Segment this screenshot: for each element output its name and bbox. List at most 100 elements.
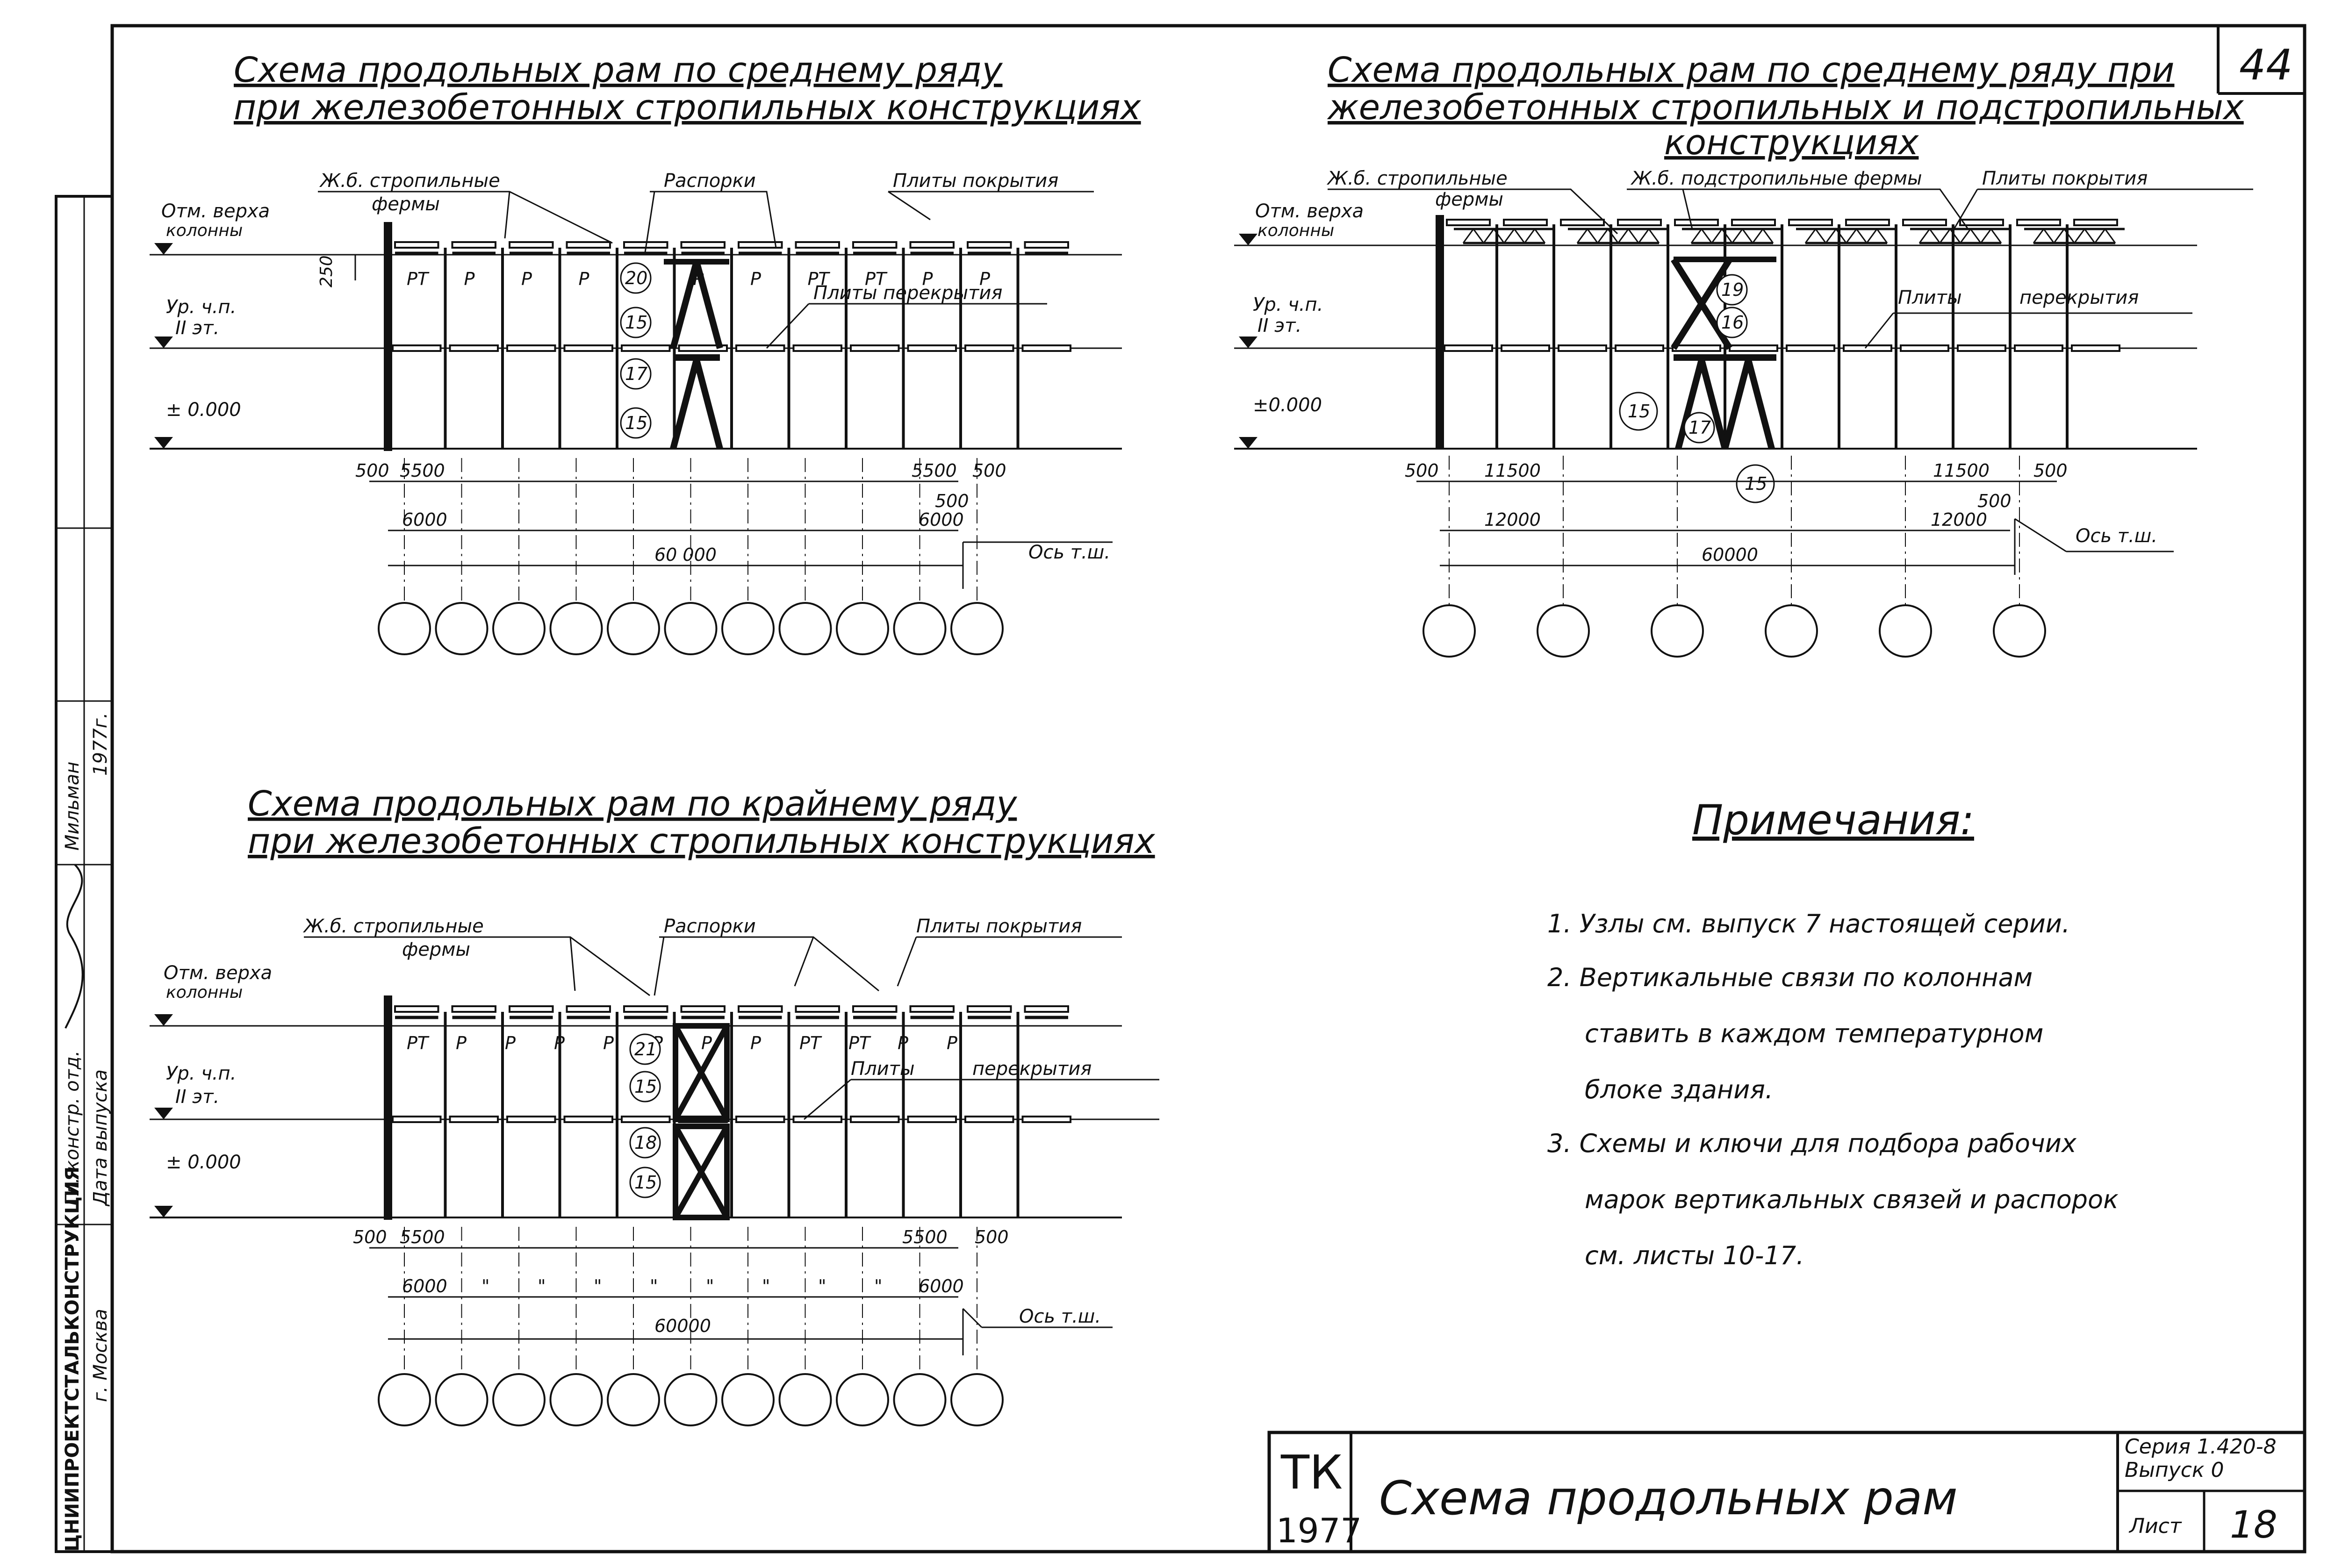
scheme-a-markers: 20 15 17 15 xyxy=(620,262,652,439)
b-floor-slab xyxy=(1615,344,1664,352)
b-subtruss xyxy=(1682,228,1782,244)
series-label: Серия 1.420-8 xyxy=(2125,1435,2277,1459)
stamp-year: 1977 xyxy=(1276,1511,1362,1550)
scheme-a-roof-slabs xyxy=(394,241,1069,255)
a-d500-right-2: 500 xyxy=(935,491,969,511)
a-axis-circle xyxy=(893,602,947,655)
b-subtruss-diag xyxy=(1462,229,1474,243)
a-roof-slab xyxy=(852,241,898,249)
scheme-c-markers: 21 15 18 15 xyxy=(629,1033,661,1198)
c-beam-tag: Р xyxy=(505,1033,516,1053)
c-floor-slab xyxy=(907,1116,957,1123)
b-roof-slab xyxy=(1617,219,1662,226)
c-floor-slab xyxy=(621,1116,671,1123)
b-subtruss-diag xyxy=(1514,229,1525,243)
b-floor-slab xyxy=(1957,344,2006,352)
b-subtruss-diag xyxy=(1835,229,1847,243)
a-roof-slab xyxy=(795,241,840,249)
c-roof-slab xyxy=(1024,1005,1069,1013)
b-top-col-2: колонны xyxy=(1257,221,1334,240)
b-d500-left: 500 xyxy=(1405,460,1439,481)
scheme-b-roof-slabs xyxy=(1446,219,2118,226)
scheme-c-dims xyxy=(369,1247,1113,1355)
b-subtruss-diag xyxy=(1711,229,1723,243)
b-subtruss xyxy=(1910,228,2011,244)
b-floor-slab xyxy=(1786,344,1835,352)
c-total: 60000 xyxy=(654,1316,711,1336)
scheme-a-leaders xyxy=(318,191,1094,349)
a-floor-slab xyxy=(449,344,499,352)
c-beam-tag: Р xyxy=(554,1033,565,1053)
b-subtruss-diag xyxy=(1804,229,1817,243)
c-floor-slab xyxy=(449,1116,499,1123)
c-ditto-4: " xyxy=(650,1276,658,1296)
b-roof-slab xyxy=(1902,219,1947,226)
b-roof-slab xyxy=(1845,219,1890,226)
list-label: Лист xyxy=(2128,1514,2182,1538)
scheme-c: Схема продольных рам по крайнему ряду пр… xyxy=(150,784,1159,1426)
c-roof-slab xyxy=(909,1005,955,1013)
scheme-b-level-marks xyxy=(1239,234,1257,449)
list-number: 18 xyxy=(2230,1503,2278,1547)
scheme-c-columns xyxy=(444,1012,1020,1217)
a-floor-slab xyxy=(563,344,613,352)
c-axis: Ось т.ш. xyxy=(1019,1306,1101,1327)
note-3c: см. листы 10-17. xyxy=(1585,1241,1804,1270)
a-struts-label: Распорки xyxy=(664,170,756,192)
scheme-b-leaders xyxy=(1328,188,2253,349)
side-release: Дата выпуска xyxy=(90,1069,111,1207)
notes: Примечания: 1. Узлы см. выпуск 7 настоящ… xyxy=(1547,796,2119,1270)
c-roof-slab xyxy=(394,1005,439,1013)
c-roof-label: Плиты покрытия xyxy=(916,916,1082,937)
b-subtruss-diag xyxy=(1721,229,1733,243)
side-signature xyxy=(65,864,84,1029)
a-floor-slab xyxy=(792,344,842,352)
scheme-a-title-2: при железобетонных стропильных конструкц… xyxy=(234,87,1142,128)
b-d500-right: 500 xyxy=(2033,460,2068,481)
c-axis-circle xyxy=(950,1373,1004,1426)
c-axis-circle xyxy=(435,1373,489,1426)
b-axis-circle xyxy=(1765,604,1818,658)
a-roof-slab xyxy=(680,241,726,249)
scheme-b-title-1: Схема продольных рам по среднему ряду пр… xyxy=(1328,50,2174,90)
b-subtrusses-label: Ж.б. подстропильные фермы xyxy=(1630,168,1922,189)
side-city: г. Москва xyxy=(90,1309,111,1402)
b-floor-slab xyxy=(1558,344,1607,352)
c-floor-slab xyxy=(964,1116,1014,1123)
b-subtruss-diag xyxy=(1701,229,1712,243)
b-subtruss-diag xyxy=(1493,229,1505,243)
c-floor-lvl-2: II эт. xyxy=(175,1086,219,1108)
c-d500-left: 500 xyxy=(353,1227,387,1247)
a-beam-tag: РТ xyxy=(865,269,888,289)
b-subtruss-diag xyxy=(1473,229,1484,243)
a-floor-slab xyxy=(850,344,900,352)
b-subtruss-diag xyxy=(1483,229,1494,243)
a-beam-tag: Р xyxy=(750,269,761,289)
a-floor-slab xyxy=(735,344,785,352)
c-d500-right: 500 xyxy=(975,1227,1009,1247)
c-roof-slab xyxy=(738,1005,783,1013)
b-axis-circle xyxy=(1651,604,1704,658)
scheme-a-title-1: Схема продольных рам по среднему ряду xyxy=(234,50,1003,90)
scheme-a-dims xyxy=(369,480,1113,589)
c-beam-tag: РТ xyxy=(848,1033,871,1053)
scheme-c-title-1: Схема продольных рам по крайнему ряду xyxy=(248,784,1017,824)
a-axis-circle xyxy=(664,602,718,655)
b-floor-label: Плиты xyxy=(1898,287,1962,308)
b-subtruss-diag xyxy=(2043,229,2055,243)
b-roof-slab xyxy=(1959,219,2004,226)
scheme-a-level-marks xyxy=(154,243,173,449)
scheme-b: Схема продольных рам по среднему ряду пр… xyxy=(1234,50,2253,658)
a-beam-tag: Р xyxy=(579,269,589,289)
a-top-col-2: колонны xyxy=(166,221,243,240)
marker-a-2: 15 xyxy=(625,312,647,333)
b-axis-circle xyxy=(1879,604,1932,658)
c-d5500-right: 5500 xyxy=(902,1227,948,1247)
a-d500-right: 500 xyxy=(972,460,1006,481)
scheme-b-floor-slabs xyxy=(1444,344,2120,352)
b-roof-label: Плиты покрытия xyxy=(1982,168,2148,189)
c-trusses-label-2: фермы xyxy=(402,939,470,960)
title-block: ТК 1977 Схема продольных рам Серия 1.420… xyxy=(1267,1431,2306,1554)
c-beam-tag: Р xyxy=(456,1033,467,1053)
